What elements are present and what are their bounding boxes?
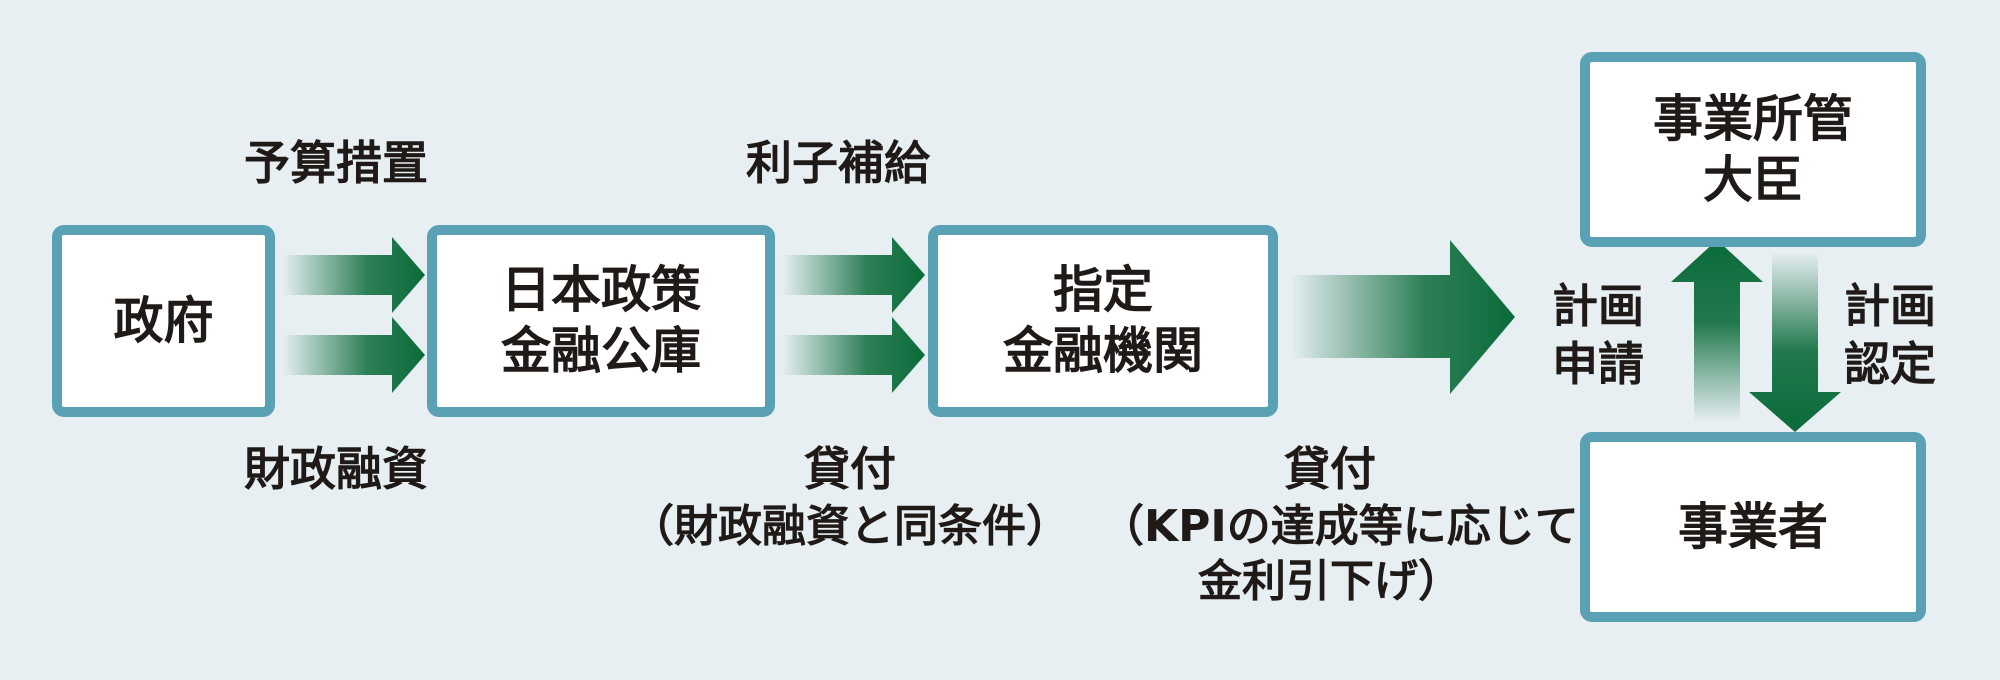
node-minister-line-1: 事業所管: [1653, 89, 1853, 148]
label-loan-2: 貸付 （KPIの達成等に応じて 金利引下げ）: [1100, 441, 1579, 609]
label-interest-subsidy: 利子補給: [746, 136, 930, 190]
label-plan-approval-line-1: 計画: [1844, 279, 1936, 333]
label-plan-approval: 計画 認定: [1844, 278, 1936, 393]
label-loan-1-title: 貸付: [804, 442, 896, 496]
label-plan-approval-line-2: 認定: [1844, 336, 1936, 391]
node-designated-bank: 指定 金融機関: [928, 225, 1278, 417]
node-jfc-line-1: 日本政策: [501, 261, 701, 319]
arrow-budget: [282, 237, 425, 313]
node-jfc: 日本政策 金融公庫: [427, 225, 775, 417]
node-minister-line-2: 大臣: [1703, 150, 1803, 209]
arrow-interest-subsidy: [782, 237, 925, 313]
label-plan-application-line-1: 計画: [1552, 279, 1644, 333]
label-loan-1-note: （財政融資と同条件）: [630, 500, 1070, 552]
label-plan-application: 計画 申請: [1552, 278, 1644, 393]
node-minister: 事業所管 大臣: [1580, 52, 1926, 247]
arrow-fiscal-loan: [282, 317, 425, 393]
node-designated-bank-line-2: 金融機関: [1003, 322, 1203, 380]
label-loan-2-title: 貸付: [1284, 442, 1376, 496]
node-jfc-line-2: 金融公庫: [501, 322, 701, 380]
arrow-plan-application: [1671, 240, 1763, 422]
label-fiscal-loan: 財政融資: [244, 442, 428, 496]
node-government: 政府: [52, 225, 275, 417]
label-loan-2-note-line-2: 金利引下げ）: [1198, 555, 1462, 607]
label-budget: 予算措置: [244, 136, 428, 190]
arrow-loan-2: [1290, 240, 1515, 394]
node-government-label: 政府: [113, 291, 214, 350]
arrow-plan-approval: [1749, 252, 1841, 432]
node-designated-bank-line-1: 指定: [1053, 261, 1153, 319]
label-plan-application-line-2: 申請: [1552, 336, 1644, 391]
node-business: 事業者: [1580, 432, 1926, 622]
label-loan-1: 貸付 （財政融資と同条件）: [620, 441, 1080, 554]
node-business-label: 事業者: [1678, 497, 1828, 556]
arrow-loan-1: [782, 317, 925, 393]
label-loan-2-note-line-1: （KPIの達成等に応じて: [1100, 500, 1579, 552]
